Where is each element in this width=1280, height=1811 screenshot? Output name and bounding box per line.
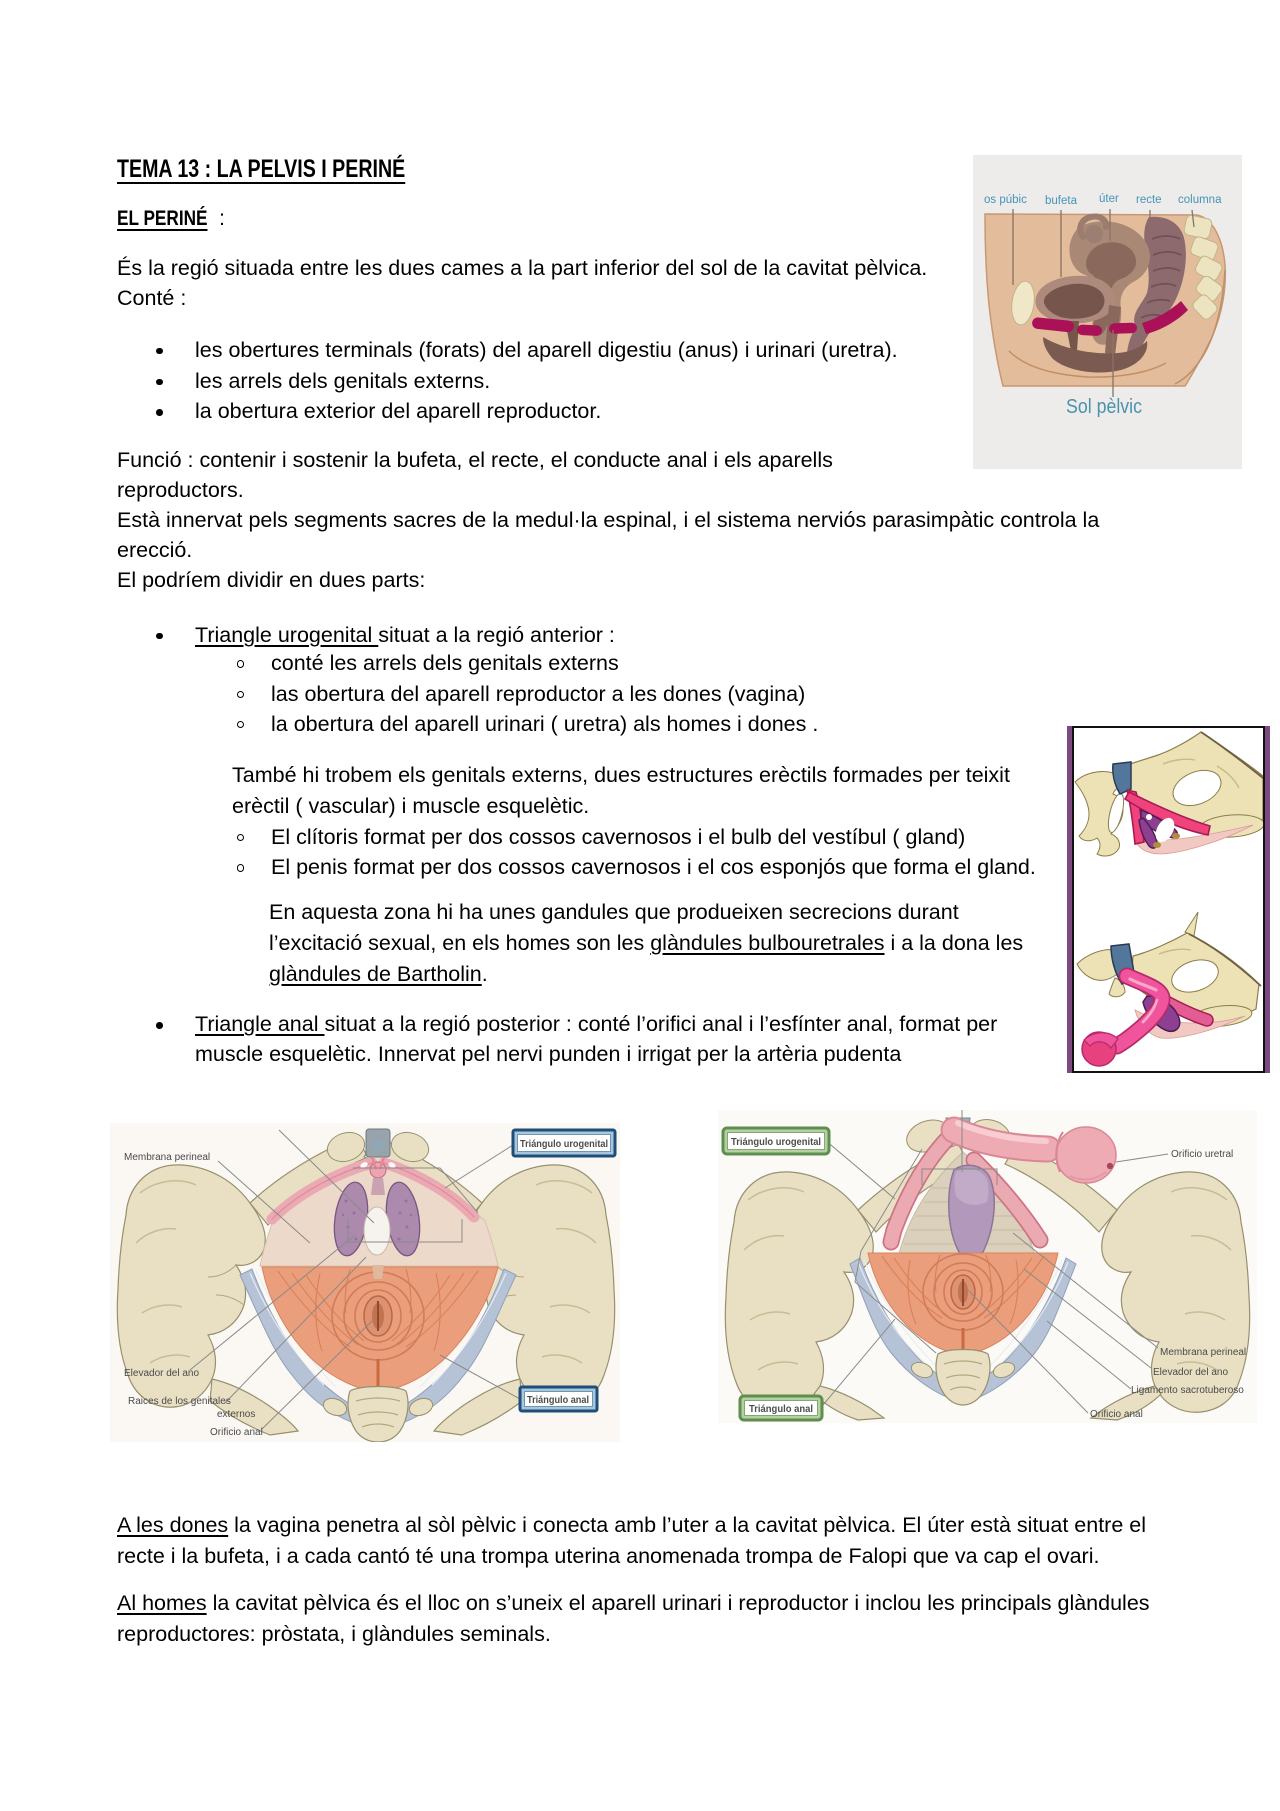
svg-text:Elevador del ano: Elevador del ano: [1153, 1367, 1228, 1378]
svg-text:úter: úter: [1099, 193, 1119, 205]
svg-text:Triángulo urogenital: Triángulo urogenital: [731, 1136, 821, 1148]
svg-text:Membrana perineal: Membrana perineal: [124, 1152, 210, 1163]
svg-text:externos: externos: [217, 1409, 255, 1420]
svg-text:recte: recte: [1136, 194, 1162, 206]
svg-text:Triángulo anal: Triángulo anal: [749, 1403, 813, 1415]
svg-text:os púbic: os púbic: [984, 194, 1027, 206]
svg-text:Triángulo urogenital: Triángulo urogenital: [520, 1138, 608, 1150]
svg-text:bufeta: bufeta: [1045, 195, 1078, 207]
svg-text:Membrana perineal: Membrana perineal: [1160, 1347, 1246, 1358]
svg-text:Orificio uretral: Orificio uretral: [1171, 1149, 1233, 1160]
svg-text:Triángulo anal: Triángulo anal: [527, 1394, 589, 1406]
svg-text:Raices de los genitales: Raices de los genitales: [128, 1396, 231, 1407]
svg-text:Orificio anal: Orificio anal: [1090, 1409, 1143, 1420]
svg-text:columna: columna: [1178, 194, 1222, 206]
svg-text:Ligamento sacrotuberoso: Ligamento sacrotuberoso: [1131, 1385, 1244, 1396]
svg-text:Sol pèlvic: Sol pèlvic: [1066, 396, 1142, 418]
svg-text:Orificio anal: Orificio anal: [210, 1427, 263, 1438]
svg-text:Elevador del ano: Elevador del ano: [124, 1368, 199, 1379]
